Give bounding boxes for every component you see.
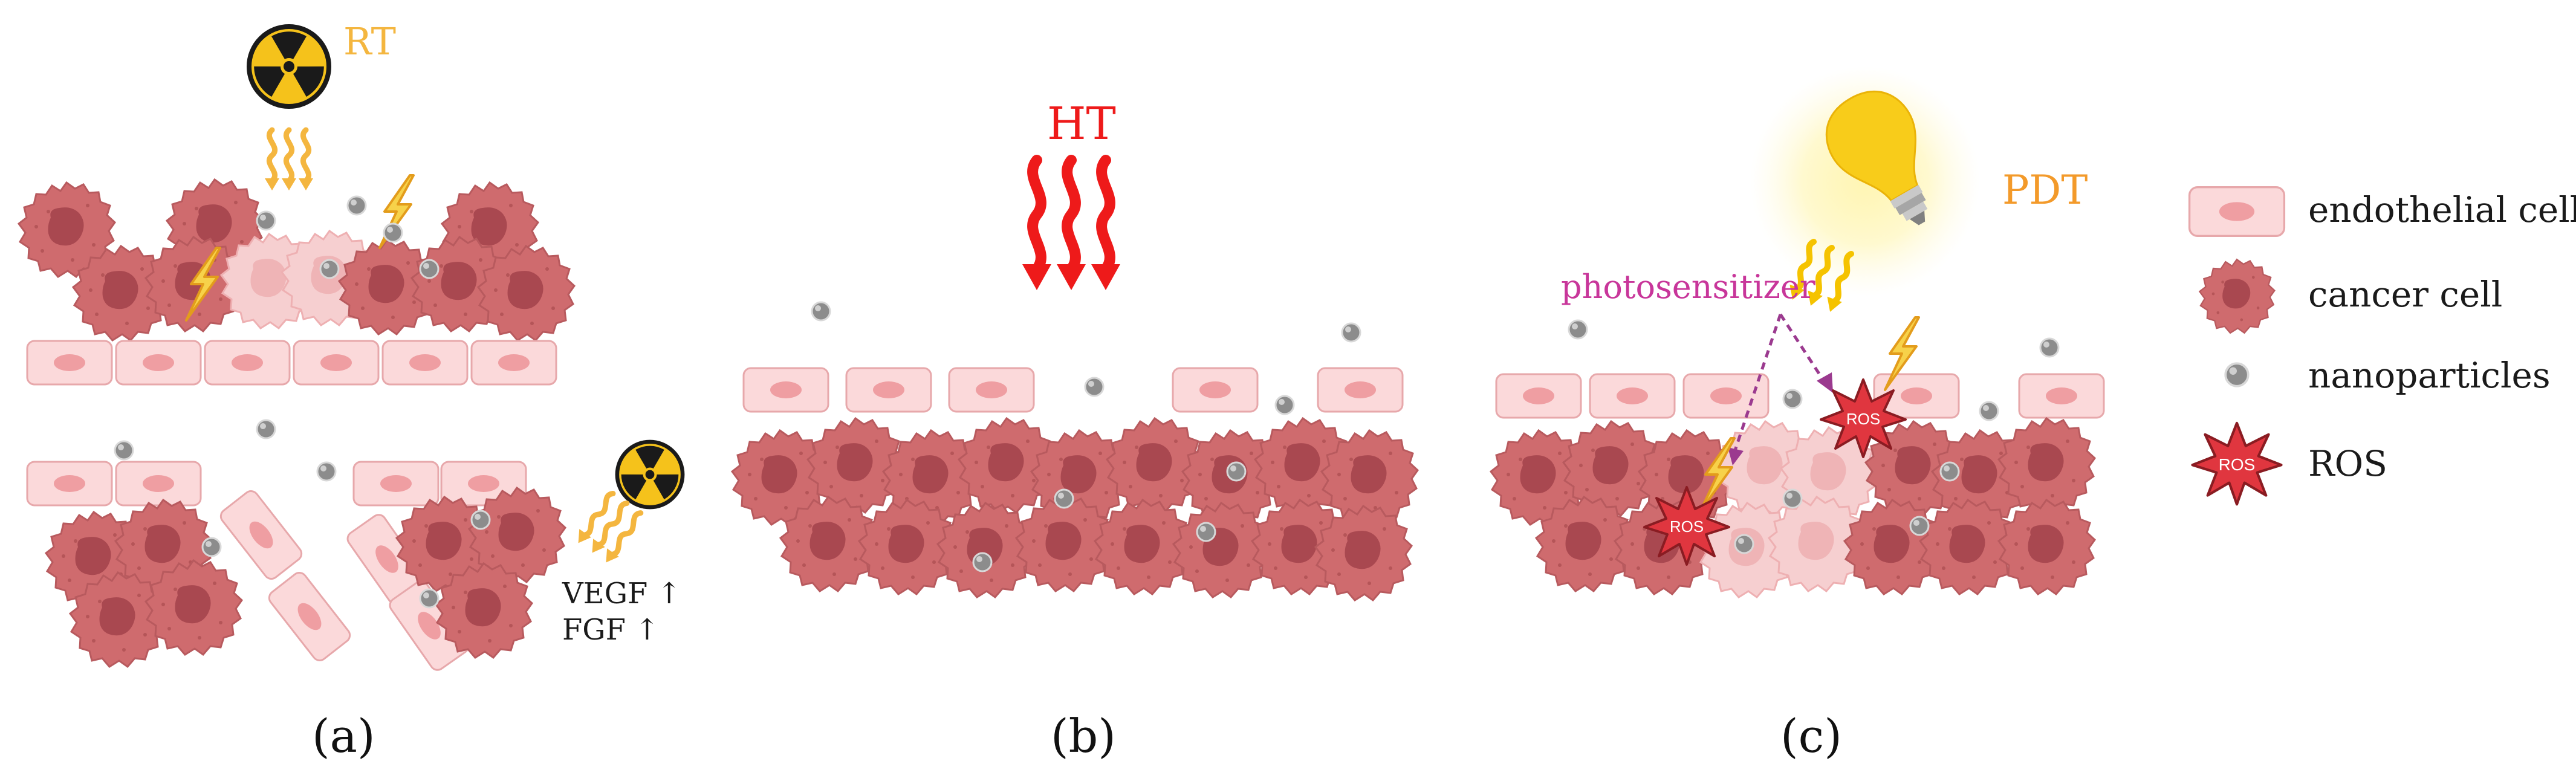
photosensitizer-arrows bbox=[1728, 313, 1833, 465]
endothelial-layer-upper bbox=[26, 340, 557, 386]
radiation-hazard-icon bbox=[617, 442, 683, 507]
endothelial-layer bbox=[742, 367, 1404, 413]
legend-label-endothelial-cell: endothelial cell bbox=[2308, 189, 2576, 230]
legend: ROS bbox=[2188, 186, 2286, 505]
cancer-cell-layer bbox=[731, 417, 1419, 601]
legend-label-cancer-cell: cancer cell bbox=[2308, 274, 2503, 315]
ht-label: HT bbox=[1047, 98, 1116, 150]
radiation-hazard-icon bbox=[249, 27, 329, 106]
legend-nanoparticle-icon bbox=[2224, 362, 2250, 387]
legend-label-nanoparticles: nanoparticles bbox=[2308, 355, 2551, 396]
panel-b bbox=[731, 160, 1419, 601]
legend-ros-icon-label: ROS bbox=[2219, 455, 2256, 474]
legend-label-ros: ROS bbox=[2308, 443, 2387, 484]
cancer-cell-cluster-lower-left bbox=[45, 499, 243, 668]
panel-label-b: (b) bbox=[1051, 709, 1116, 763]
light-bulb-icon bbox=[1750, 66, 1980, 296]
photosensitizer-label: photosensitizer bbox=[1561, 268, 1815, 306]
panel-label-c: (c) bbox=[1780, 709, 1842, 763]
ros-label: ROS bbox=[1846, 410, 1880, 428]
panel-label-a: (a) bbox=[312, 709, 375, 763]
vegf-label: VEGF ↑ bbox=[562, 577, 681, 611]
ros-label: ROS bbox=[1670, 517, 1704, 536]
pdt-label: PDT bbox=[2002, 167, 2088, 213]
fgf-label: FGF ↑ bbox=[562, 613, 660, 647]
heat-arrows bbox=[1022, 160, 1120, 290]
legend-endothelial-cell-icon bbox=[2188, 186, 2286, 238]
panel-c: ROS ROS bbox=[1490, 66, 2105, 598]
cancer-cell-cluster-upper bbox=[18, 178, 576, 342]
radiation-waves bbox=[265, 130, 313, 190]
legend-cancer-cell-icon bbox=[2199, 258, 2276, 334]
panel-a bbox=[18, 27, 683, 674]
rt-label: RT bbox=[343, 19, 396, 63]
